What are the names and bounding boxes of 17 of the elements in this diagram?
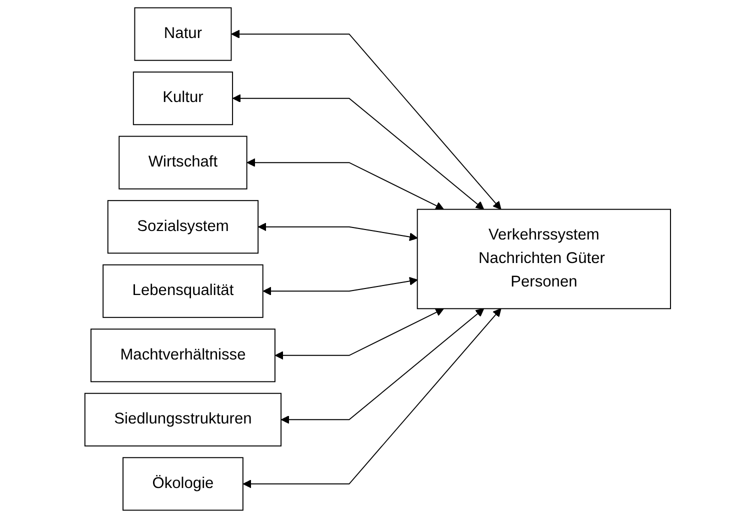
arrow (242, 308, 502, 488)
node-box: Natur (134, 7, 232, 61)
arrow (246, 158, 444, 210)
arrow (258, 222, 418, 242)
arrow (232, 94, 484, 210)
node-box: Kultur (132, 72, 233, 126)
arrow (231, 30, 502, 210)
node-box: Sozialsystem (107, 200, 258, 254)
arrow (262, 276, 418, 296)
node-box: Siedlungsstrukturen (84, 392, 282, 446)
node-box: Lebensqualität (102, 264, 264, 318)
node-box: Verkehrssystem Nachrichten Güter Personen (416, 208, 671, 310)
arrow (280, 308, 484, 424)
node-box: Machtverhältnisse (90, 328, 276, 382)
node-box: Ökologie (122, 457, 244, 511)
node-box: Wirtschaft (118, 136, 248, 190)
arrow (274, 308, 444, 360)
